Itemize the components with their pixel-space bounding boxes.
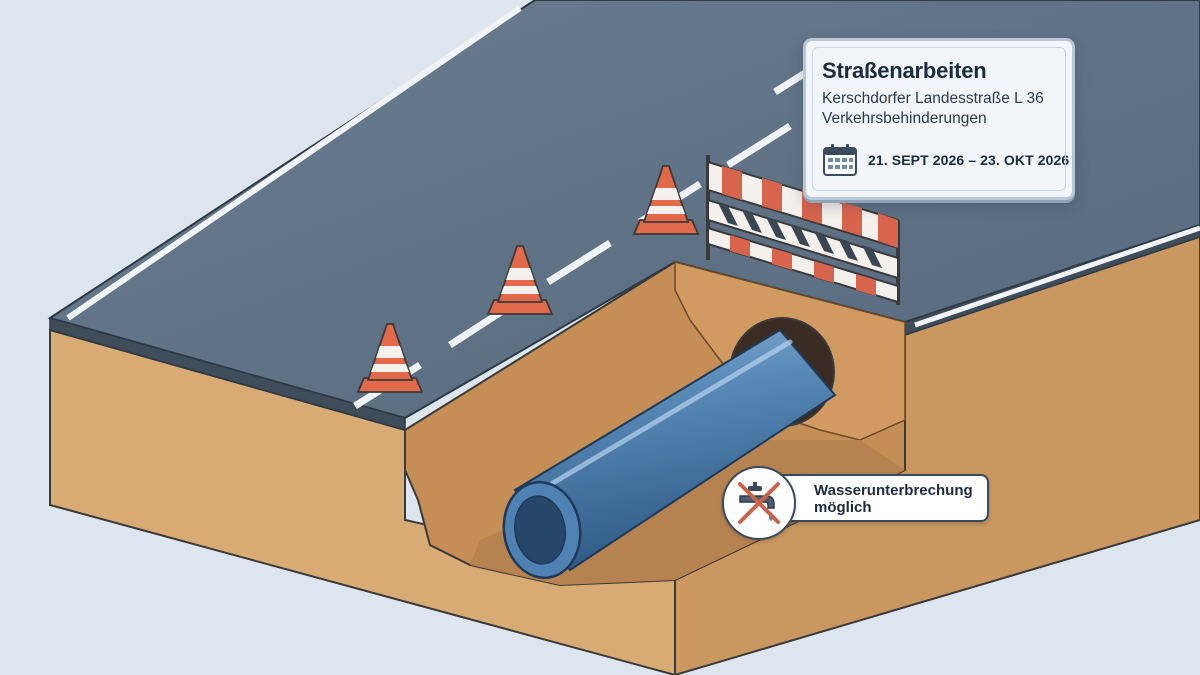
no-water-tap-icon (738, 482, 780, 524)
sign-date-row: 21. SEPT 2026 – 23. OKT 2026 (822, 143, 1069, 177)
road-barrier (706, 155, 900, 305)
sign-title: Straßenarbeiten (822, 58, 987, 83)
traffic-cone (486, 245, 554, 315)
sign-road-name: Kerschdorfer Landesstraße L 36 (822, 90, 1044, 108)
roadwork-info-sign: Straßenarbeiten Kerschdorfer Landesstraß… (803, 38, 1075, 200)
pipe-end-hole (514, 495, 566, 565)
sign-traffic-note: Verkehrsbehinderungen (822, 110, 987, 128)
calendar-icon (823, 143, 857, 176)
traffic-cone (356, 323, 424, 393)
traffic-cone (632, 165, 700, 235)
road-edge-line (66, 5, 522, 321)
sign-date-range: 21. SEPT 2026 – 23. OKT 2026 (868, 151, 1070, 168)
badge-line-1: Wasserunterbrechung (814, 482, 973, 499)
no-water-icon-circle (722, 466, 796, 540)
badge-line-2: möglich (814, 499, 872, 516)
pipe-highlight (545, 339, 793, 489)
road-right-line (914, 225, 1200, 328)
